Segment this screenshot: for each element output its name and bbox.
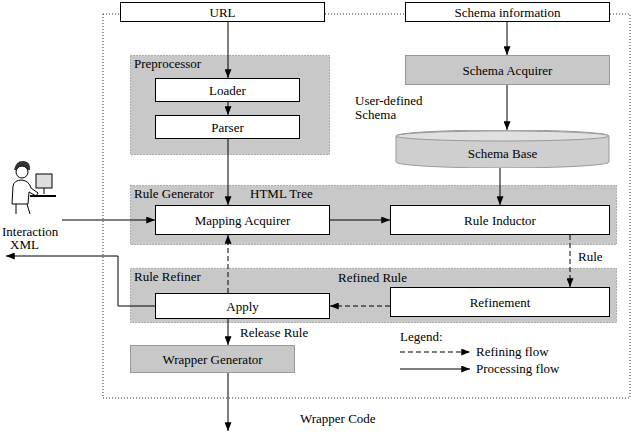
refining-arrow — [570, 235, 571, 287]
refining-arrow — [330, 306, 390, 307]
process-box: Loader — [155, 78, 300, 102]
box-label: Refinement — [470, 295, 531, 310]
box-label: Rule Inductor — [464, 213, 536, 228]
process-box: Refinement — [390, 287, 610, 317]
module-heading: Rule Refiner — [134, 269, 201, 284]
input-box: URL — [120, 2, 325, 22]
module-heading: Rule Generator — [134, 186, 214, 201]
legend-sample — [400, 352, 470, 353]
input-box: Schema information — [405, 2, 610, 22]
legend-text: Refining flow — [476, 345, 549, 359]
processing-arrow — [228, 139, 229, 205]
processing-arrow — [507, 22, 508, 55]
module-heading: Preprocessor — [134, 56, 201, 71]
module-box: Wrapper Generator — [130, 345, 295, 373]
user-icon — [12, 161, 56, 214]
flow-label: HTML Tree — [250, 187, 313, 201]
flow-label: Refined Rule — [338, 271, 407, 285]
flow-label: User-defined Schema — [355, 94, 435, 122]
process-box-fill — [391, 288, 610, 317]
box-label: Apply — [226, 299, 259, 314]
processing-arrow — [330, 220, 390, 221]
processing-arrow — [228, 102, 229, 115]
legend-title: Legend: — [400, 330, 443, 344]
processing-arrow — [507, 85, 508, 130]
process-box: Rule Inductor — [390, 205, 610, 235]
flow-label: Release Rule — [240, 326, 308, 340]
module-band-fill — [131, 269, 617, 323]
legend-text: Processing flow — [476, 362, 559, 376]
box-label: URL — [210, 5, 236, 20]
input-box-fill — [121, 3, 325, 22]
module-band-fill — [131, 56, 330, 155]
input-box-fill — [406, 3, 610, 22]
module-box-fill — [406, 56, 610, 85]
database-cylinder: Schema Base — [395, 130, 610, 168]
output-label: Wrapper Code — [300, 412, 376, 426]
processing-arrow — [228, 319, 229, 345]
box-label: Mapping Acquirer — [195, 213, 291, 228]
module-band: Rule GeneratorMapping Acquirer Rule Induc… — [130, 185, 617, 245]
xml-output-arrow — [6, 256, 155, 306]
module-band-fill — [131, 186, 617, 245]
actor-label: Interaction — [2, 225, 58, 239]
module-band: PreprocessorLoaderParser — [130, 55, 330, 155]
process-box: Apply — [155, 293, 330, 319]
box-label: Schema information — [455, 5, 561, 20]
process-box-fill — [156, 116, 300, 139]
box-label: Schema Base — [468, 146, 538, 161]
process-box: Parser — [155, 115, 300, 139]
interaction-arrow — [62, 220, 155, 221]
processing-arrow — [228, 22, 229, 78]
module-box: Schema Acquirer — [405, 55, 610, 85]
process-box-fill — [391, 206, 610, 235]
box-label: Parser — [211, 120, 244, 135]
process-box-fill — [156, 79, 300, 102]
module-box-fill — [131, 346, 295, 373]
flow-label: Rule — [578, 250, 603, 264]
system-boundary — [103, 14, 630, 398]
box-label: Wrapper Generator — [162, 352, 262, 367]
output-label: XML — [10, 238, 39, 252]
box-label: Loader — [209, 83, 246, 98]
refining-arrow — [228, 235, 229, 293]
processing-arrow — [500, 168, 501, 205]
code-output-arrow — [228, 373, 229, 431]
legend-sample — [400, 369, 470, 370]
process-box: Mapping Acquirer — [155, 205, 330, 235]
process-box-fill — [156, 206, 330, 235]
process-box-fill — [156, 294, 330, 319]
box-label: Schema Acquirer — [463, 63, 553, 78]
